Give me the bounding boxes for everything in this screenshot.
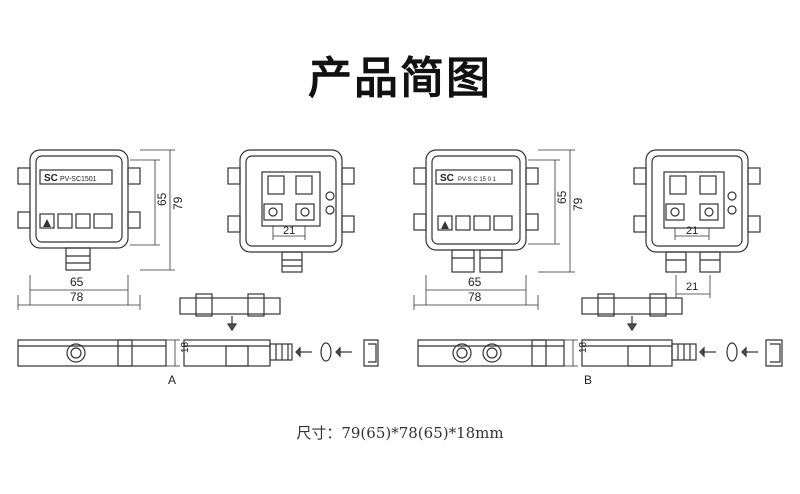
model-a-front-view	[17, 149, 141, 271]
dimension-caption: 尺寸：79(65)*78(65)*18mm	[296, 424, 504, 442]
model-a-model-text: PV-SC1501	[60, 176, 97, 183]
model-b-dim-bottom-outer: 78	[468, 290, 482, 304]
model-a-dim-bottom-outer: 78	[70, 290, 84, 304]
model-b-dim-top: 65	[555, 190, 569, 204]
model-a-dim-terminal: 21	[283, 225, 295, 237]
model-a-side-view	[17, 339, 167, 367]
model-a-inner-view	[227, 149, 355, 273]
model-b-dim-thickness: 18	[578, 341, 589, 353]
model-b-model-text: PV-S C 15 0 1	[458, 177, 497, 183]
model-b-variant-label: B	[584, 373, 592, 387]
model-b-dim-terminal-bottom: 21	[686, 281, 698, 293]
model-b-dim-bottom-inner: 65	[468, 275, 482, 289]
model-b-warning-icon	[441, 221, 449, 229]
model-b-inner-view	[633, 149, 761, 273]
model-a-dim-thickness: 18	[180, 341, 191, 353]
model-b-lid-top	[581, 293, 683, 332]
model-a-logo: SC	[44, 173, 58, 184]
model-b-dimension-lines	[413, 149, 575, 310]
model-b-dim-terminal: 21	[686, 225, 698, 237]
model-b-assembly	[581, 339, 783, 367]
model-a-dim-bottom-inner: 65	[70, 275, 84, 289]
model-a-lid-top	[179, 293, 281, 332]
model-b-side-view	[417, 339, 565, 367]
model-b-logo: SC	[440, 173, 454, 184]
model-a-dimension-lines	[17, 149, 175, 310]
model-b-front-view	[413, 149, 539, 273]
model-a-assembly	[183, 339, 379, 367]
model-a-dim-top: 65	[155, 192, 169, 206]
model-a-warning-icon	[43, 219, 51, 227]
model-a-dim-side-height: 79	[171, 196, 185, 210]
model-a-variant-label: A	[168, 373, 176, 387]
page-title: 产品简图	[308, 53, 492, 104]
model-b-dim-side-height: 79	[571, 197, 585, 211]
